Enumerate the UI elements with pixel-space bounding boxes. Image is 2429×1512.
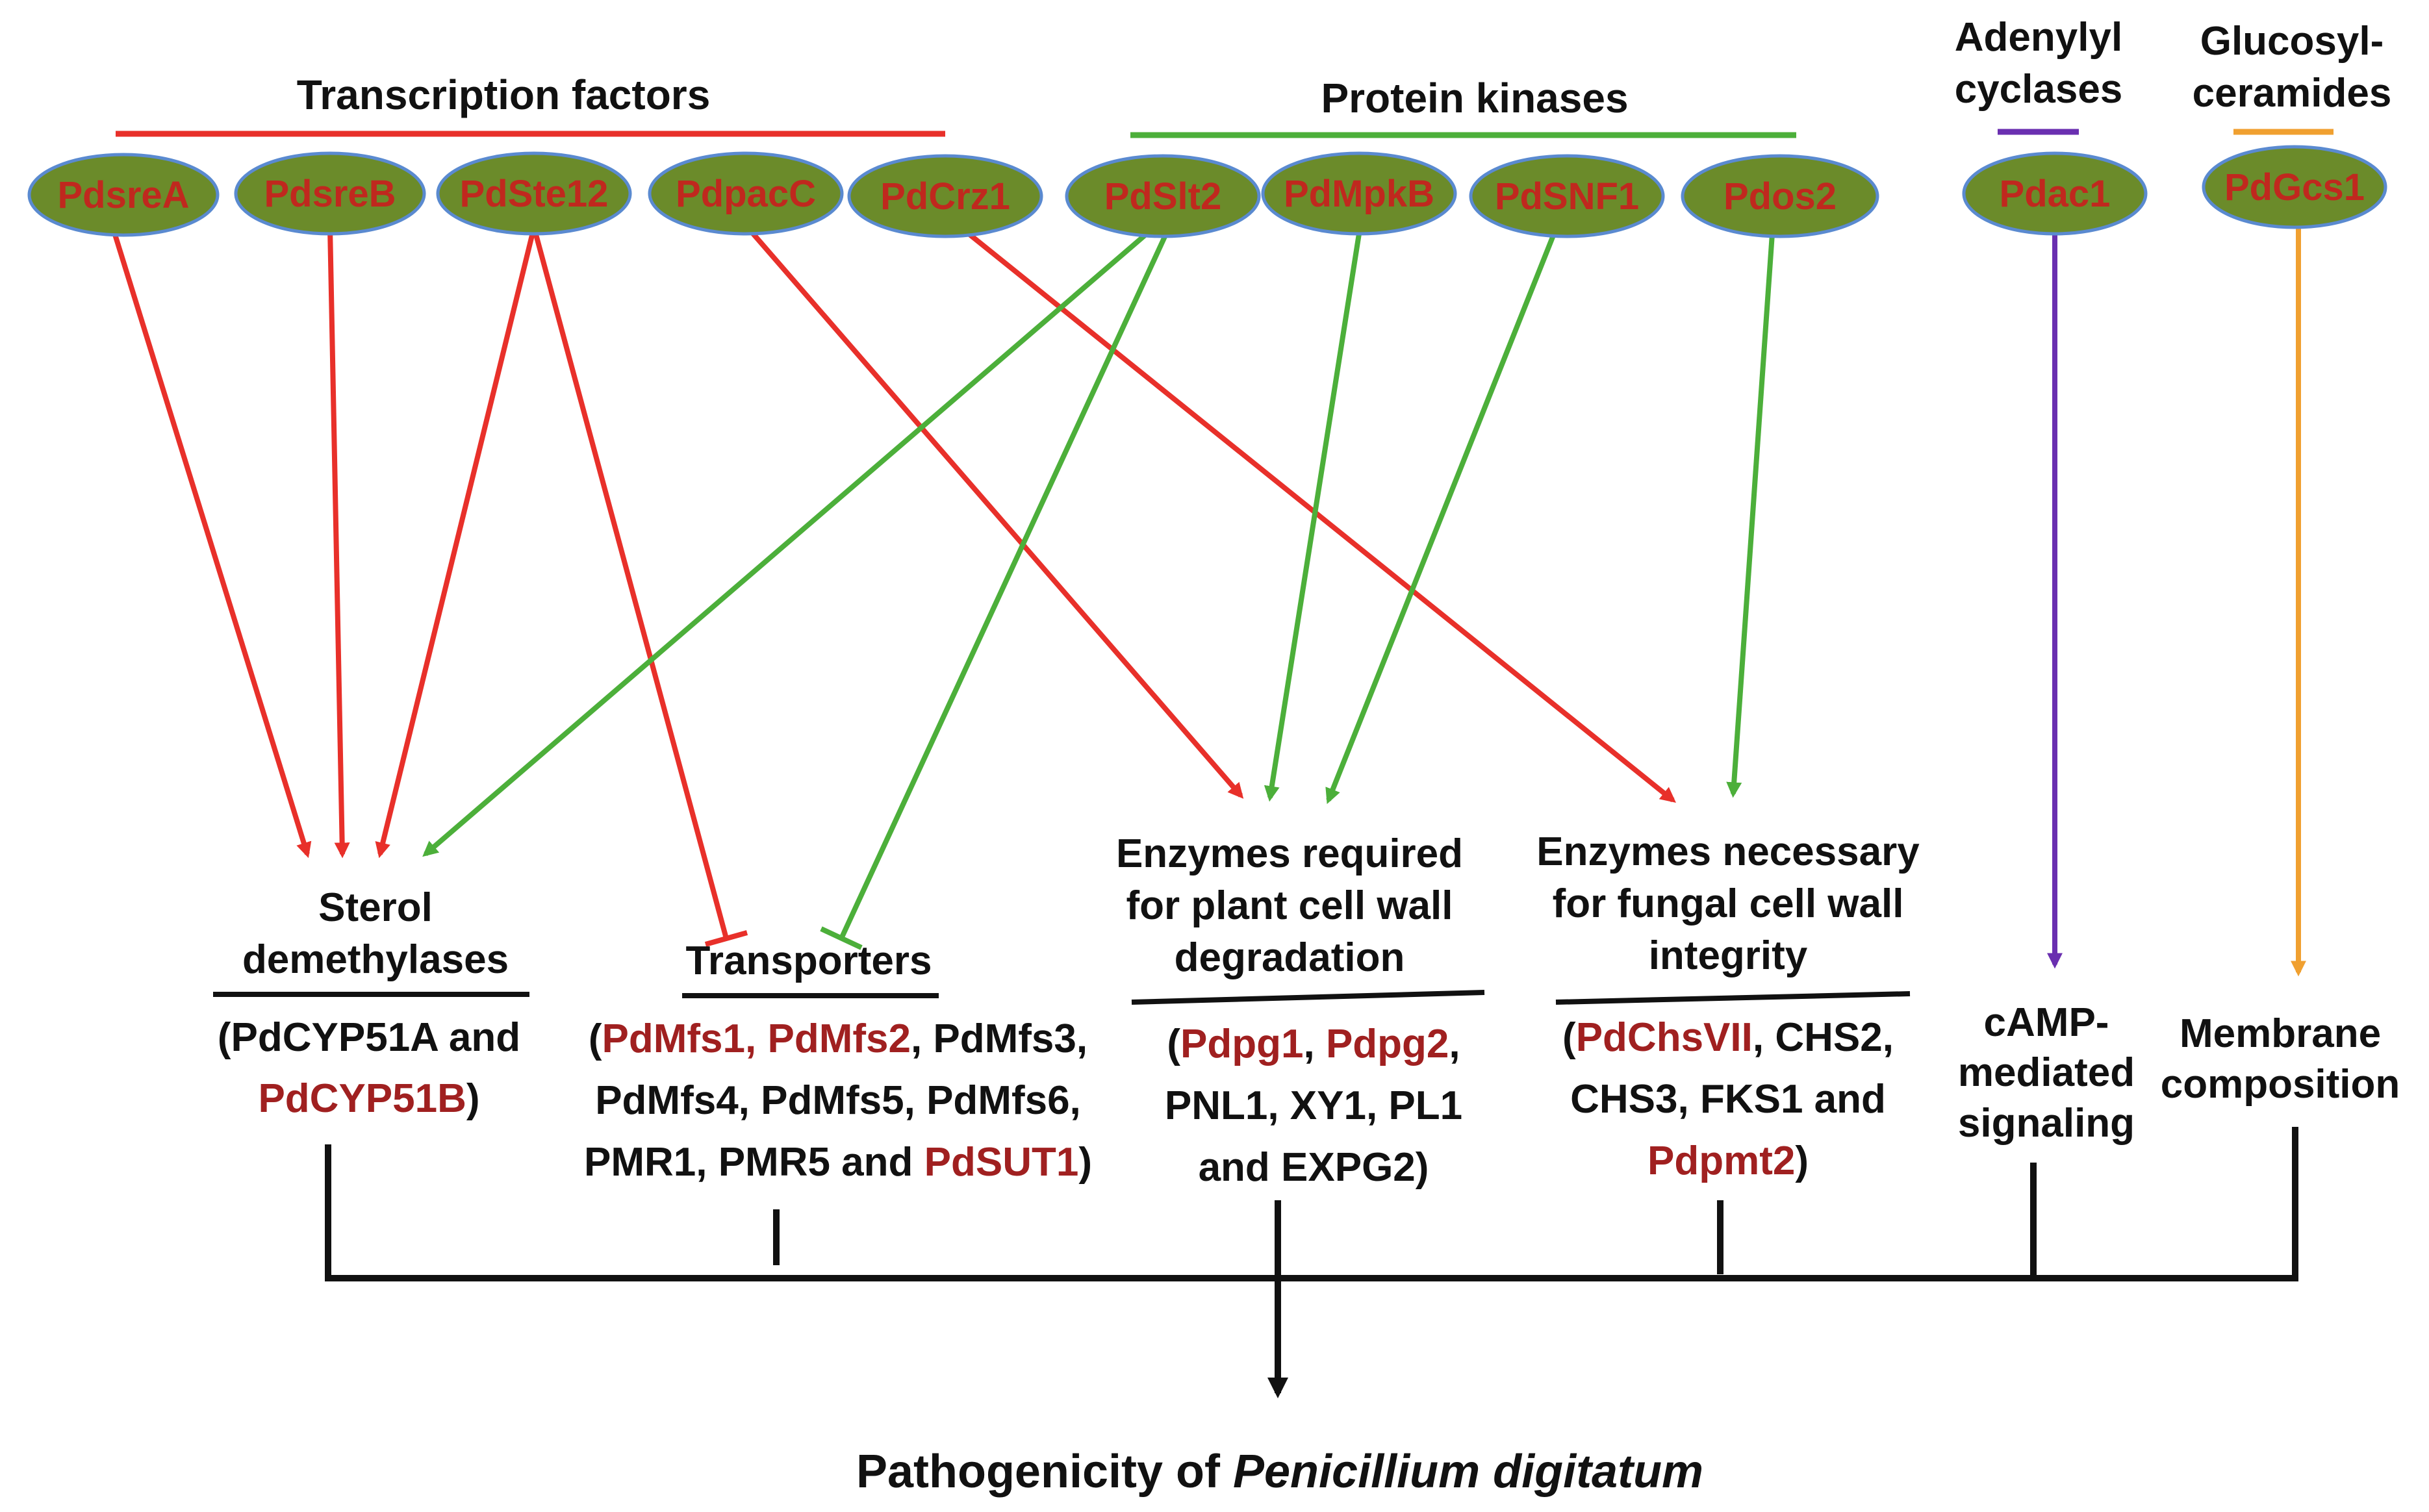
node-label-pdsnf1: PdSNF1 (1495, 175, 1639, 218)
target-plant-cell-wall-enzymes: Enzymes required for plant cell wall deg… (1116, 831, 1485, 1190)
edge-pdsrea-sterol (109, 223, 312, 859)
target-sterol-demethylases: Sterol demethylases (PdCYP51A and PdCYP5… (213, 885, 529, 1121)
node-pdos2: Pdos2 (1681, 154, 1879, 238)
target-plant-genes-line2: PNL1, XY1, PL1 (1165, 1083, 1462, 1128)
outcome-species: Penicillium digitatum (1233, 1446, 1703, 1498)
target-camp-line3: signaling (1958, 1101, 2135, 1146)
target-fungal-title-line3: integrity (1649, 933, 1808, 978)
edge-pdslt2-sterol (422, 231, 1149, 857)
node-pdgcs1: PdGcs1 (2202, 145, 2387, 229)
target-fungal-genes-line3: Pdpmt2) (1647, 1139, 1809, 1183)
target-plant-title-line1: Enzymes required (1116, 831, 1463, 876)
edge-pdste12-sterol (375, 227, 537, 859)
target-transporters: Transporters (PdMfs1, PdMfs2, PdMfs3, Pd… (584, 939, 1092, 1185)
node-label-pdslt2: PdSlt2 (1104, 175, 1222, 218)
target-transporters-title: Transporters (685, 939, 932, 983)
group-protein-kinases: Protein kinases (1130, 75, 1796, 138)
target-fungal-cell-wall-enzymes: Enzymes necessary for fungal cell wall i… (1536, 829, 1920, 1183)
target-fungal-underline (1555, 991, 1911, 1005)
edge-pdste12-transporters (531, 226, 729, 940)
edge-pdsreb-sterol (327, 227, 350, 859)
group-adenylyl-cyclases: Adenylyl cyclases (1955, 15, 2123, 135)
node-label-pdos2: Pdos2 (1723, 175, 1837, 218)
edge-pdslt2-transporters (839, 233, 1169, 940)
target-fungal-genes-line2: CHS3, FKS1 and (1570, 1077, 1886, 1122)
node-pdsnf1: PdSNF1 (1469, 154, 1665, 238)
target-categories: Sterol demethylases (PdCYP51A and PdCYP5… (213, 829, 2400, 1190)
node-pdac1: Pdac1 (1962, 151, 2148, 236)
group-label-adenylyl-line1: Adenylyl (1955, 15, 2122, 60)
target-fungal-genes-line1: (PdChsVII, CHS2, (1562, 1015, 1894, 1060)
target-membrane-line1: Membrane (2180, 1011, 2381, 1056)
node-pdslt2: PdSlt2 (1065, 154, 1261, 238)
group-label-glucosyl-line1: Glucosyl- (2200, 19, 2384, 64)
node-label-pdgcs1: PdGcs1 (2224, 166, 2365, 208)
target-membrane-composition: Membrane composition (2161, 1011, 2400, 1107)
node-pdcrz1: PdCrz1 (847, 154, 1043, 238)
node-label-pdste12: PdSte12 (460, 173, 609, 215)
group-label-transcription-factors: Transcription factors (297, 71, 711, 118)
target-camp-line2: mediated (1958, 1050, 2135, 1095)
node-pdsreb: PdsreB (234, 151, 426, 236)
outcome-prefix: Pathogenicity of (856, 1446, 1233, 1498)
node-pdmpkb: PdMpkB (1261, 151, 1457, 236)
target-fungal-title-line2: for fungal cell wall (1553, 881, 1904, 926)
edge-pdmpkb-plant-wall (1264, 233, 1362, 802)
outcome-label: Pathogenicity of Penicillium digitatum (856, 1446, 1703, 1498)
node-label-pdcrz1: PdCrz1 (880, 175, 1010, 218)
target-sterol-genes-line2: PdCYP51B) (258, 1076, 479, 1121)
node-pdpacc: PdpacC (648, 151, 844, 236)
target-plant-genes-line1: (Pdpg1, Pdpg2, (1167, 1022, 1460, 1066)
node-label-pdac1: Pdac1 (2000, 173, 2111, 215)
group-label-adenylyl-line2: cyclases (1955, 67, 2123, 112)
target-sterol-title-line2: demethylases (242, 937, 509, 982)
target-transporters-genes-line2: PdMfs4, PdMfs5, PdMfs6, (595, 1078, 1081, 1123)
group-label-protein-kinases: Protein kinases (1321, 75, 1628, 121)
regulator-nodes: PdsreA PdsreB PdSte12 PdpacC PdCrz1 PdSl… (27, 145, 2387, 238)
node-label-pdpacc: PdpacC (676, 173, 816, 215)
group-transcription-factors: Transcription factors (116, 71, 945, 137)
target-plant-title-line2: for plant cell wall (1126, 883, 1453, 928)
node-pdste12: PdSte12 (436, 151, 632, 236)
target-camp-signaling: cAMP- mediated signaling (1958, 1000, 2135, 1146)
edge-pdste12-transporters-bar (704, 930, 748, 947)
target-membrane-line2: composition (2161, 1062, 2400, 1107)
edge-pdos2-fungal-wall (1726, 233, 1775, 798)
target-transporters-genes-line3: PMR1, PMR5 and PdSUT1) (584, 1140, 1092, 1185)
edge-pdsnf1-plant-wall (1325, 233, 1557, 804)
edge-pdpacc-plant-wall (748, 229, 1244, 799)
target-transporters-genes-line1: (PdMfs1, PdMfs2, PdMfs3, (589, 1016, 1087, 1061)
node-label-pdmpkb: PdMpkB (1284, 173, 1434, 215)
target-sterol-title-line1: Sterol (318, 885, 433, 930)
target-camp-line1: cAMP- (1984, 1000, 2109, 1045)
target-plant-title-line3: degradation (1175, 935, 1405, 980)
edge-pdslt2-transporters-bar (820, 926, 863, 950)
node-label-pdsreb: PdsreB (264, 173, 396, 215)
group-glucosylceramides: Glucosyl- ceramides (2193, 19, 2392, 135)
target-sterol-genes-line1: (PdCYP51A and (218, 1015, 520, 1060)
regulation-edges (109, 223, 2306, 977)
node-pdsrea: PdsreA (27, 153, 220, 237)
target-fungal-title-line1: Enzymes necessary (1536, 829, 1920, 874)
node-label-pdsrea: PdsreA (57, 174, 189, 216)
edge-pdcrz1-fungal-wall (963, 228, 1676, 803)
convergence-bracket (325, 1127, 2298, 1398)
target-plant-genes-line3: and EXPG2) (1199, 1145, 1429, 1190)
target-plant-underline (1131, 990, 1485, 1005)
group-label-glucosyl-line2: ceramides (2193, 71, 2392, 116)
